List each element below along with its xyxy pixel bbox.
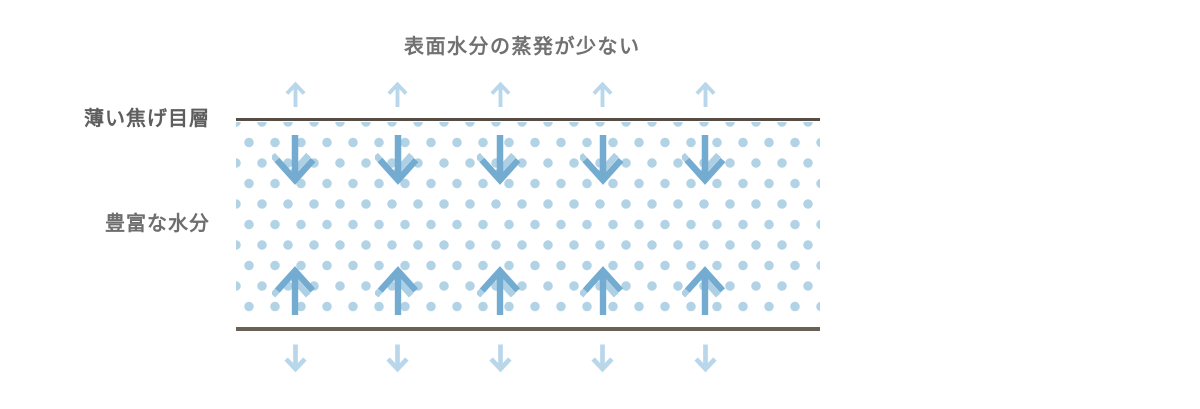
crust-top-line xyxy=(236,118,820,121)
moisture-dot-field xyxy=(236,122,820,315)
up-arrow-icon xyxy=(374,266,418,316)
bottom-arrows xyxy=(236,343,820,373)
down-arrow-icon xyxy=(386,344,409,373)
up-arrow-icon xyxy=(682,266,726,316)
crust-bottom-line xyxy=(236,327,820,331)
moisture-down-arrows xyxy=(236,133,820,187)
up-arrow-icon xyxy=(489,81,511,107)
down-arrow-icon xyxy=(374,135,418,185)
up-arrow-icon xyxy=(579,266,623,316)
up-arrow-icon xyxy=(592,81,613,107)
down-arrow-icon xyxy=(488,344,512,373)
down-arrow-icon xyxy=(272,135,316,185)
up-arrow-icon xyxy=(284,81,306,107)
up-arrow-icon xyxy=(272,266,316,316)
down-arrow-icon xyxy=(682,135,726,185)
up-arrow-icon xyxy=(387,81,408,107)
up-arrow-icon xyxy=(694,81,716,107)
up-arrow-icon xyxy=(477,266,521,316)
diagram-title: 表面水分の蒸発が少ない xyxy=(404,34,641,58)
crust-layer-label: 薄い焦げ目層 xyxy=(84,106,210,130)
down-arrow-icon xyxy=(283,344,307,373)
down-arrow-icon xyxy=(477,135,521,185)
moisture-up-arrows xyxy=(236,264,820,317)
moisture-label: 豊富な水分 xyxy=(105,211,210,235)
down-arrow-icon xyxy=(591,344,614,373)
down-arrow-icon xyxy=(579,135,623,185)
down-arrow-icon xyxy=(693,344,717,373)
evaporation-arrows-top xyxy=(236,81,820,108)
